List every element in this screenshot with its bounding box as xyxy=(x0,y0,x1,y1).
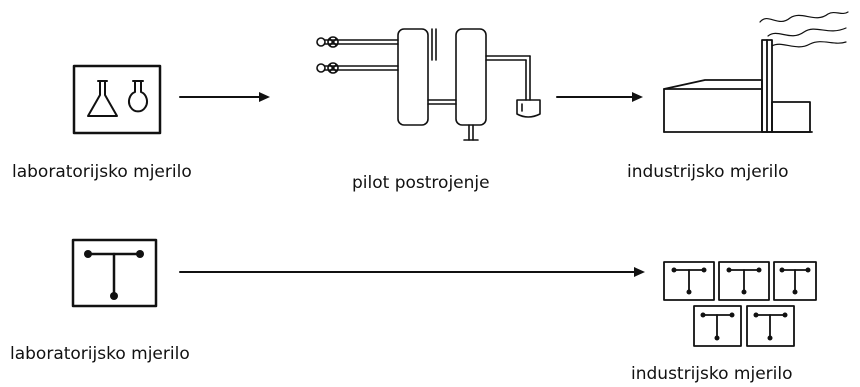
arrow-lab-to-industrial-modules xyxy=(179,267,645,277)
industrial-scale-label-bottom: industrijsko mjerilo xyxy=(631,364,793,384)
module-4 xyxy=(693,305,742,347)
industrial-scale-label-top: industrijsko mjerilo xyxy=(627,162,789,182)
module-1 xyxy=(663,261,715,301)
lab-module-icon xyxy=(71,238,158,308)
pilot-plant-label: pilot postrojenje xyxy=(352,173,490,193)
industrial-module-array xyxy=(663,261,817,347)
lab-scale-label-bottom: laboratorijsko mjerilo xyxy=(10,344,190,364)
arrow-pilot-to-industrial xyxy=(556,92,643,102)
module-3 xyxy=(773,261,817,301)
lab-glassware-icon xyxy=(72,64,162,135)
arrow-lab-to-pilot xyxy=(179,92,270,102)
pilot-plant-icon xyxy=(316,28,541,141)
module-5 xyxy=(746,305,795,347)
module-2 xyxy=(718,261,770,301)
lab-scale-label-top: laboratorijsko mjerilo xyxy=(12,162,192,182)
factory-icon xyxy=(663,11,849,133)
